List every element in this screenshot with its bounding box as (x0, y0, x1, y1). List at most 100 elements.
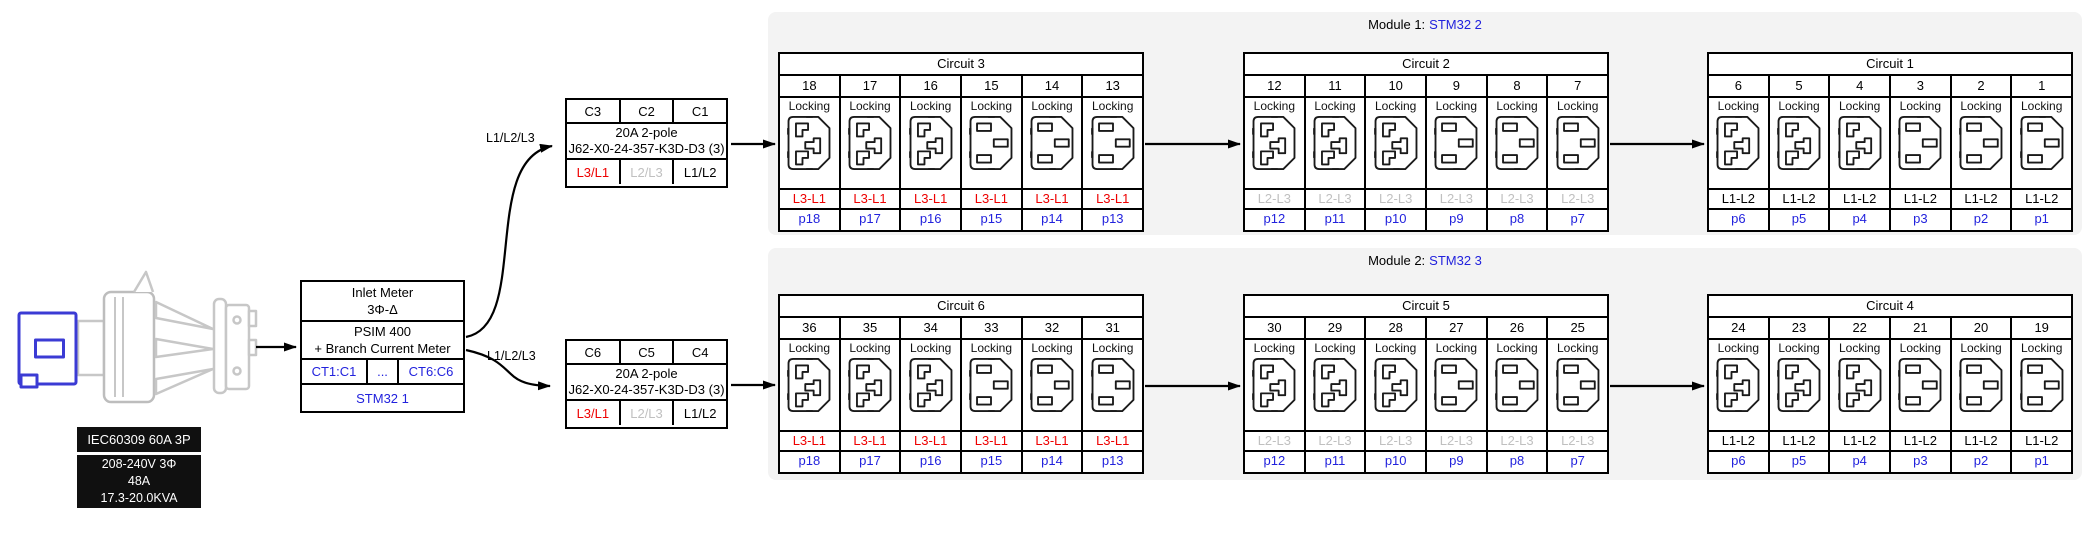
outlet-c13-icon (1030, 116, 1074, 170)
outlet-cell: Locking (901, 340, 961, 432)
outlet-phase-label: L2-L3 (1305, 432, 1365, 452)
breaker-part: J62-X0-24-357-K3D-D3 (3) (568, 141, 725, 156)
outlet-cell: Locking (1305, 98, 1365, 190)
outlet-style-label: Locking (970, 341, 1013, 355)
feed-label-bottom: L1/L2/L3 (487, 349, 536, 363)
outlet-c13-icon (1898, 116, 1942, 170)
outlet-style-label: Locking (1253, 341, 1296, 355)
outlet-number: 25 (1548, 318, 1608, 340)
outlet-port-label: p10 (1384, 453, 1407, 468)
outlet-style-label: Locking (1838, 341, 1881, 355)
outlet-style-label: Locking (1778, 99, 1820, 113)
outlet-phase-label: L2-L3 (1427, 190, 1486, 210)
outlet-port-label: p6 (1731, 453, 1746, 468)
outlet-c19-icon (1716, 116, 1760, 170)
outlet-cell: Locking (1769, 340, 1829, 432)
outlet-phase-label: L1-L2 (1830, 190, 1890, 210)
outlet-number: 23 (1769, 318, 1829, 340)
outlet-number: 27 (1427, 318, 1486, 340)
breaker-rating: 20A 2-pole (615, 366, 678, 381)
outlet-cell: Locking (1083, 98, 1143, 190)
breaker-channel: C2 (618, 100, 673, 122)
outlet-phase-label: L1-L2 (1769, 190, 1829, 210)
outlet-phase-label: L3-L1 (780, 190, 839, 210)
outlet-cell: Locking (1769, 98, 1829, 190)
arrow-meter-to-breaker-top (465, 143, 553, 339)
meter-model-line1: PSIM 400 (353, 324, 412, 339)
outlet-number: 29 (1305, 318, 1365, 340)
outlet-cell: Locking (1830, 340, 1890, 432)
outlet-c13-icon (1434, 116, 1478, 170)
outlet-cell: Locking (1709, 98, 1768, 190)
meter-title: Inlet Meter 3Φ-Δ (302, 282, 463, 322)
outlet-cell: Locking (1022, 340, 1082, 432)
inlet-meter-box: Inlet Meter 3Φ-Δ PSIM 400 + Branch Curre… (300, 280, 465, 413)
outlet-number: 13 (1083, 76, 1143, 98)
breaker-phase: L2/L3 (618, 401, 673, 425)
outlet-c13-icon (1959, 116, 2003, 170)
outlet-phase-label: L1-L2 (2012, 432, 2072, 452)
outlet-phase-label: L2-L3 (1305, 190, 1365, 210)
outlet-phase-label: L1-L2 (1769, 432, 1829, 452)
outlet-style-label: Locking (1960, 341, 2002, 355)
breaker-bank-top: C3 C2 C1 20A 2-pole J62-X0-24-357-K3D-D3… (565, 98, 728, 188)
plug-flange (17, 311, 78, 389)
outlet-port-label: p17 (859, 211, 881, 226)
outlet-style-label: Locking (2021, 99, 2063, 113)
outlet-phase-label: L2-L3 (1548, 432, 1608, 452)
outlet-number: 3 (1891, 76, 1950, 98)
outlet-number: 7 (1548, 76, 1608, 98)
outlet-port-label: p5 (1791, 211, 1807, 226)
breaker-phase: L3/L1 (576, 405, 610, 421)
outlet-cell: Locking (2012, 98, 2072, 190)
outlet-c13-icon (1434, 358, 1478, 412)
breaker-channel: C6 (584, 344, 602, 360)
outlet-c19-icon (787, 358, 831, 412)
breaker-spec: 20A 2-pole J62-X0-24-357-K3D-D3 (3) (567, 124, 726, 160)
inlet-rating-line: 48A (127, 474, 151, 488)
outlet-port-label: p8 (1509, 453, 1525, 468)
ct-cell: CT1:C1 (311, 364, 357, 379)
outlet-number: 15 (962, 76, 1021, 98)
outlet-style-label: Locking (1557, 341, 1599, 355)
outlet-style-label: Locking (1717, 341, 1760, 355)
outlet-number: 31 (1083, 318, 1143, 340)
outlet-number: 33 (962, 318, 1021, 340)
outlet-cell: Locking (1427, 98, 1486, 190)
outlet-style-label: Locking (1496, 99, 1538, 113)
outlet-style-label: Locking (2021, 341, 2063, 355)
breaker-phases: L3/L1 L2/L3 L1/L2 (567, 401, 726, 425)
breaker-phase: L3/L1 (576, 164, 610, 180)
outlet-phase-label: L3-L1 (840, 432, 900, 452)
outlet-cell: Locking (962, 98, 1021, 190)
outlet-port-label: p17 (859, 453, 881, 468)
outlet-cell: Locking (1083, 340, 1143, 432)
breaker-channel: C1 (672, 100, 726, 122)
outlet-style-label: Locking (909, 99, 952, 113)
outlet-port-label: p15 (980, 211, 1003, 226)
outlet-style-label: Locking (1314, 99, 1356, 113)
outlet-cell: Locking (1427, 340, 1486, 432)
outlet-phase-label: L3-L1 (962, 432, 1021, 452)
outlet-phase-label: L1-L2 (2012, 190, 2072, 210)
outlet-style-label: Locking (1899, 341, 1942, 355)
outlet-port-label: p2 (1973, 211, 1989, 226)
feed-label-top: L1/L2/L3 (486, 131, 535, 145)
outlet-style-label: Locking (1374, 341, 1417, 355)
outlet-port-label: p4 (1852, 211, 1867, 226)
outlet-c19-icon (1313, 358, 1357, 412)
outlet-phase-label: L2-L3 (1245, 432, 1304, 452)
